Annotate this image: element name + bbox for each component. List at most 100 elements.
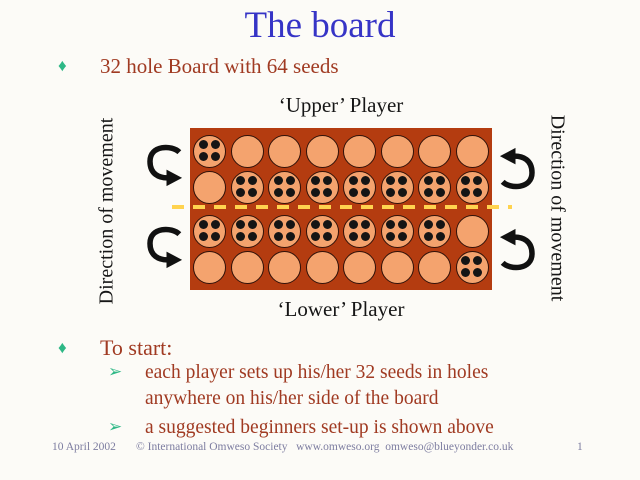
seed bbox=[461, 268, 471, 277]
direction-of-movement-left-label: Direction of movement bbox=[95, 117, 118, 305]
seed-cluster bbox=[348, 176, 371, 198]
board-hole bbox=[230, 134, 264, 168]
page-title: The board bbox=[244, 5, 396, 46]
seed bbox=[198, 232, 208, 241]
board-hole bbox=[455, 250, 489, 284]
board-hole bbox=[380, 170, 414, 204]
board-hole bbox=[305, 134, 339, 168]
turn-arrow-left-top-icon bbox=[138, 143, 184, 187]
seed-cluster bbox=[198, 140, 221, 162]
seed-cluster bbox=[423, 176, 446, 198]
board-hole bbox=[230, 250, 264, 284]
board-hole bbox=[230, 214, 264, 248]
seed-cluster bbox=[386, 220, 408, 242]
seed bbox=[398, 232, 408, 241]
board-row bbox=[190, 213, 492, 249]
board-row bbox=[190, 133, 492, 169]
upper-player-label: ‘Upper’ Player bbox=[278, 93, 404, 117]
seed bbox=[285, 176, 295, 185]
seed bbox=[198, 152, 208, 161]
diamond-bullet-icon: ♦ bbox=[58, 56, 67, 75]
seed bbox=[423, 232, 433, 241]
bullet-item-board-label: 32 hole Board with 64 seeds bbox=[100, 54, 339, 78]
board-midline-dashed-divider bbox=[172, 205, 512, 209]
seed bbox=[435, 176, 445, 185]
bullet-item-to-start: ♦ To start: bbox=[58, 335, 172, 361]
seed-cluster bbox=[348, 220, 371, 242]
seed bbox=[360, 220, 370, 229]
seed bbox=[285, 232, 295, 241]
board-hole bbox=[418, 250, 452, 284]
seed bbox=[198, 140, 208, 149]
seed bbox=[273, 232, 283, 241]
seed bbox=[360, 188, 370, 197]
board-hole bbox=[193, 214, 226, 248]
seed-cluster bbox=[461, 176, 483, 198]
seed bbox=[386, 232, 396, 241]
seed bbox=[461, 176, 471, 185]
board-hole bbox=[455, 214, 489, 248]
board-hole bbox=[343, 170, 377, 204]
seed bbox=[323, 220, 333, 229]
turn-arrow-right-top-icon bbox=[498, 147, 544, 191]
board bbox=[190, 128, 492, 290]
board-hole bbox=[193, 134, 226, 168]
seed bbox=[386, 176, 396, 185]
seed bbox=[360, 176, 370, 185]
seed bbox=[435, 220, 445, 229]
turn-arrow-left-bottom-icon bbox=[138, 225, 184, 269]
board-hole bbox=[418, 170, 452, 204]
seed bbox=[273, 176, 283, 185]
seed bbox=[273, 188, 283, 197]
seed-cluster bbox=[461, 256, 483, 278]
seed bbox=[311, 220, 321, 229]
board-hole bbox=[268, 214, 302, 248]
seed bbox=[473, 256, 483, 265]
board-hole bbox=[193, 250, 226, 284]
seed bbox=[348, 232, 358, 241]
seed bbox=[273, 220, 283, 229]
direction-of-movement-right-label: Direction of movement bbox=[546, 114, 569, 302]
footer-page-number: 1 bbox=[577, 441, 583, 453]
seed bbox=[348, 220, 358, 229]
board-hole bbox=[305, 250, 339, 284]
bullet-item-to-start-label: To start: bbox=[100, 335, 173, 360]
board-hole bbox=[230, 170, 264, 204]
board-hole bbox=[418, 214, 452, 248]
seed bbox=[473, 176, 483, 185]
board-hole bbox=[455, 170, 489, 204]
seed bbox=[323, 188, 333, 197]
seed bbox=[398, 176, 408, 185]
board-hole bbox=[305, 214, 339, 248]
seed bbox=[423, 176, 433, 185]
seed bbox=[236, 220, 246, 229]
diamond-bullet-icon: ♦ bbox=[58, 338, 67, 357]
board-hole bbox=[343, 134, 377, 168]
sub-bullet-suggested-text: a suggested beginners set-up is shown ab… bbox=[145, 417, 494, 438]
seed bbox=[398, 188, 408, 197]
seed-cluster bbox=[386, 176, 408, 198]
sub-bullet-setup-text: each player sets up his/her 32 seeds in … bbox=[145, 360, 585, 412]
seed-cluster bbox=[273, 220, 296, 242]
seed bbox=[236, 176, 246, 185]
seed bbox=[323, 176, 333, 185]
board-hole bbox=[455, 134, 489, 168]
seed bbox=[248, 176, 258, 185]
footer-copyright: © International Omweso Society www.omwes… bbox=[136, 441, 514, 453]
seed bbox=[210, 152, 220, 161]
bullet-item-board: ♦ 32 hole Board with 64 seeds bbox=[58, 53, 339, 79]
seed bbox=[210, 140, 220, 149]
board-hole bbox=[380, 134, 414, 168]
board-hole bbox=[418, 134, 452, 168]
board-hole bbox=[380, 214, 414, 248]
board-hole bbox=[343, 214, 377, 248]
seed bbox=[236, 232, 246, 241]
board-hole bbox=[380, 250, 414, 284]
seed bbox=[210, 220, 220, 229]
seed bbox=[210, 232, 220, 241]
seed bbox=[285, 188, 295, 197]
sub-bullet-arrow-icon: ➢ bbox=[108, 417, 123, 436]
seed bbox=[348, 188, 358, 197]
seed bbox=[323, 232, 333, 241]
